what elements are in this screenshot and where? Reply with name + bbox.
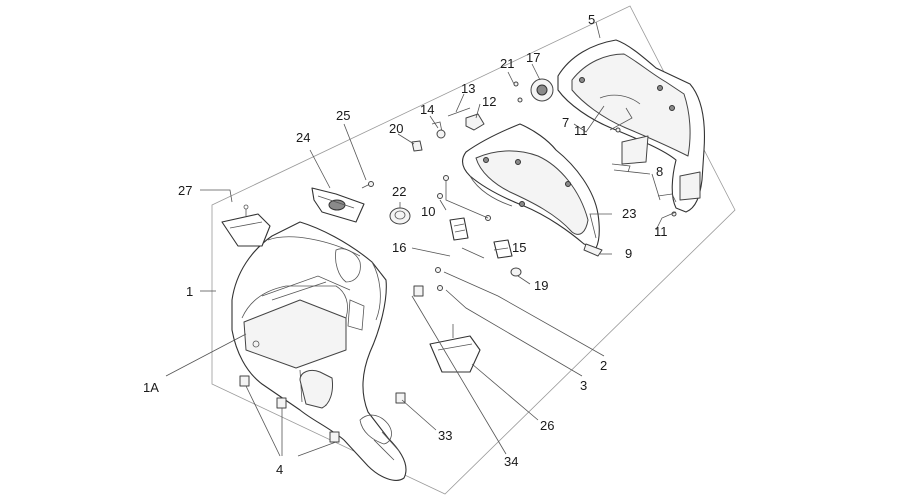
part-8-bracket xyxy=(611,163,631,173)
part-21-screws xyxy=(513,81,523,103)
part-19-washer xyxy=(510,267,522,277)
callout-33: 33 xyxy=(438,428,452,443)
callout-27: 27 xyxy=(178,183,192,198)
part-33-clip xyxy=(395,392,406,404)
callout-3: 3 xyxy=(580,378,587,393)
part-24-bracket xyxy=(311,187,365,223)
part-16-pin xyxy=(461,247,485,259)
part-18-holder xyxy=(449,217,469,241)
part-14-fitting xyxy=(431,121,446,139)
part-17-cap xyxy=(530,78,554,102)
callout-labels: 27 1 1A 4 24 25 22 20 14 13 12 21 17 5 7… xyxy=(143,12,668,477)
part-20-clip xyxy=(411,140,423,152)
part-22-grommet xyxy=(389,207,411,225)
callout-12: 12 xyxy=(482,94,496,109)
callout-21: 21 xyxy=(500,56,514,71)
callout-13: 13 xyxy=(461,81,475,96)
callout-34: 34 xyxy=(504,454,518,469)
part-5-leg-shield xyxy=(557,39,705,213)
callout-19: 19 xyxy=(534,278,548,293)
callout-23: 23 xyxy=(622,206,636,221)
callout-7: 7 xyxy=(562,115,569,130)
callout-22: 22 xyxy=(392,184,406,199)
callout-16: 16 xyxy=(392,240,406,255)
part-13-rod xyxy=(447,107,471,117)
leader-lines xyxy=(165,21,677,457)
callout-24: 24 xyxy=(296,130,310,145)
part-4-clips xyxy=(239,375,340,443)
assembly-frame xyxy=(211,5,736,495)
part-27-pocket xyxy=(221,204,271,247)
part-9-strip xyxy=(583,243,603,257)
callout-11-bottom: 11 xyxy=(654,224,668,239)
callout-9: 9 xyxy=(625,246,632,261)
part-34-clip xyxy=(413,285,424,297)
callout-17: 17 xyxy=(526,50,540,65)
part-25-screw xyxy=(361,181,374,189)
callout-10: 10 xyxy=(421,204,435,219)
callout-4: 4 xyxy=(276,462,283,477)
part-2-3-screws xyxy=(435,267,443,291)
callout-26: 26 xyxy=(540,418,554,433)
callout-20: 20 xyxy=(389,121,403,136)
part-23-shield-panel xyxy=(461,123,600,249)
callout-8: 8 xyxy=(656,164,663,179)
callout-1: 1 xyxy=(186,284,193,299)
part-12-bracket xyxy=(465,113,485,131)
callout-5: 5 xyxy=(588,12,595,27)
callout-1a: 1A xyxy=(143,380,159,395)
callout-15: 15 xyxy=(512,240,526,255)
part-11-screw xyxy=(615,127,621,133)
callout-25: 25 xyxy=(336,108,350,123)
callout-11-top: 11 xyxy=(574,123,588,138)
callout-2: 2 xyxy=(600,358,607,373)
part-1-rear-shield xyxy=(231,221,407,481)
callout-14: 14 xyxy=(420,102,434,117)
